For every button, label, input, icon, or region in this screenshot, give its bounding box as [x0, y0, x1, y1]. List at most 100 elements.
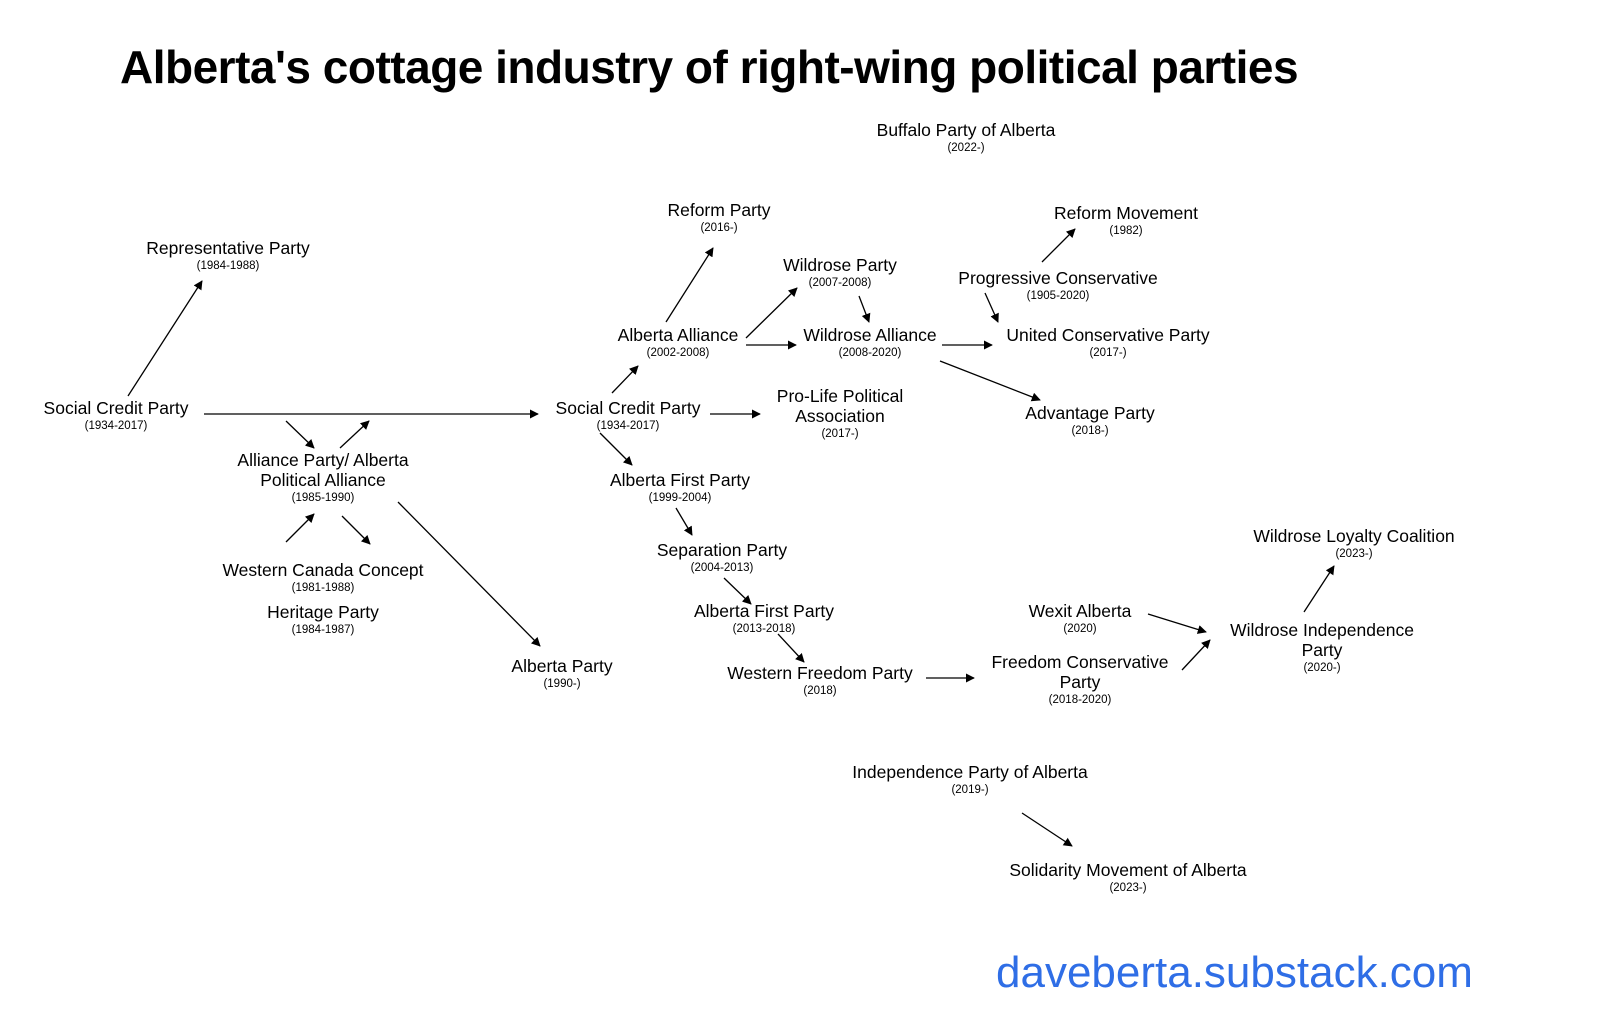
- node-name: Alberta First Party: [609, 470, 751, 490]
- node-name: Social Credit Party: [43, 398, 189, 418]
- node-years: (2023-): [1109, 882, 1147, 895]
- node-name: Buffalo Party of Alberta: [876, 120, 1056, 140]
- node-years: (1984-1988): [196, 260, 260, 273]
- node-name: Independence Party of Alberta: [852, 762, 1088, 782]
- node-name: Alliance Party/ Alberta Political Allian…: [237, 450, 409, 491]
- node-wildrose-party: Wildrose Party (2007-2008): [783, 255, 897, 290]
- node-years: (2002-2008): [646, 347, 710, 360]
- node-wildrose-loyalty-coalition: Wildrose Loyalty Coalition (2023-): [1253, 526, 1454, 561]
- node-separation-party: Separation Party (2004-2013): [657, 540, 787, 575]
- node-years: (2023-): [1335, 548, 1373, 561]
- node-years: (1905-2020): [1026, 290, 1090, 303]
- node-representative-party: Representative Party (1984-1988): [146, 238, 309, 273]
- node-name: United Conservative Party: [1006, 325, 1210, 345]
- node-name: Representative Party: [146, 238, 310, 258]
- arrow-socred-to-apa: [285, 420, 315, 449]
- node-name: Reform Party: [667, 200, 771, 220]
- node-name: Separation Party: [656, 540, 788, 560]
- node-years: (2016-): [700, 222, 738, 235]
- node-name: Freedom Conservative Party: [991, 652, 1169, 693]
- node-years: (2022-): [947, 142, 985, 155]
- arrow-wip-to-wlc: [1303, 565, 1335, 613]
- arrow-wildrosealliance-to-advantage: [939, 360, 1041, 402]
- node-years: (2018): [803, 685, 837, 698]
- arrow-wcc-to-apa: [285, 513, 315, 543]
- arrow-pc-to-reformmovement: [1041, 228, 1076, 263]
- node-name: Wexit Alberta: [1028, 601, 1132, 621]
- node-alberta-first-2013: Alberta First Party (2013-2018): [694, 601, 834, 636]
- arrow-freedom-to-wip: [1181, 639, 1211, 671]
- node-name: Western Canada Concept: [222, 560, 424, 580]
- node-name: Advantage Party: [1025, 403, 1155, 423]
- node-years: (2018-2020): [1048, 694, 1112, 707]
- node-pro-life: Pro-Life Political Association (2017-): [760, 386, 920, 441]
- node-wildrose-independence-party: Wildrose Independence Party (2020-): [1222, 620, 1422, 675]
- node-western-canada-concept: Western Canada Concept (1981-1988): [222, 560, 423, 595]
- node-buffalo-party: Buffalo Party of Alberta (2022-): [877, 120, 1056, 155]
- node-years: (1981-1988): [291, 582, 355, 595]
- node-years: (1934-2017): [596, 420, 660, 433]
- node-years: (2020): [1063, 623, 1097, 636]
- node-social-credit-mid: Social Credit Party (1934-2017): [556, 398, 701, 433]
- arrow-socred-to-alberta-first: [599, 432, 633, 466]
- node-years: (1990-): [543, 678, 581, 691]
- node-name: Wildrose Loyalty Coalition: [1253, 526, 1455, 546]
- node-freedom-conservative-party: Freedom Conservative Party (2018-2020): [980, 652, 1180, 707]
- node-name: Pro-Life Political Association: [776, 386, 904, 427]
- node-name: Social Credit Party: [555, 398, 701, 418]
- node-years: (2008-2020): [838, 347, 902, 360]
- node-united-conservative-party: United Conservative Party (2017-): [1006, 325, 1209, 360]
- node-years: (2020-): [1303, 662, 1341, 675]
- node-alberta-party: Alberta Party (1990-): [511, 656, 612, 691]
- node-social-credit-left: Social Credit Party (1934-2017): [44, 398, 189, 433]
- node-years: (2013-2018): [732, 623, 796, 636]
- node-years: (2017-): [1089, 347, 1127, 360]
- node-name: Alberta Alliance: [617, 325, 739, 345]
- arrow-independence-to-solidarity: [1021, 812, 1073, 847]
- node-alliance-party: Alliance Party/ Alberta Political Allian…: [218, 450, 428, 505]
- node-heritage-party: Heritage Party (1984-1987): [267, 602, 379, 637]
- arrow-apa-to-wcc: [341, 515, 371, 545]
- node-independence-party: Independence Party of Alberta (2019-): [852, 762, 1087, 797]
- node-name: Reform Movement: [1054, 203, 1198, 223]
- node-progressive-conservative: Progressive Conservative (1905-2020): [958, 268, 1157, 303]
- arrow-apa-to-albertaparty: [397, 501, 541, 647]
- node-years: (1984-1987): [291, 624, 355, 637]
- node-name: Wildrose Alliance: [803, 325, 937, 345]
- arrow-socred-to-albertaalliance: [611, 365, 639, 394]
- node-years: (2019-): [951, 784, 989, 797]
- node-alberta-alliance: Alberta Alliance (2002-2008): [618, 325, 739, 360]
- diagram-title: Alberta's cottage industry of right-wing…: [120, 41, 1299, 93]
- node-years: (2018-): [1071, 425, 1109, 438]
- node-name: Solidarity Movement of Alberta: [1009, 860, 1247, 880]
- node-advantage-party: Advantage Party (2018-): [1025, 403, 1154, 438]
- node-alberta-first-1999: Alberta First Party (1999-2004): [610, 470, 750, 505]
- node-wexit-alberta: Wexit Alberta (2020): [1029, 601, 1132, 636]
- arrow-wildrose-to-wildrosealliance: [858, 295, 871, 323]
- arrow-socred-to-representative: [127, 280, 203, 397]
- node-wildrose-alliance: Wildrose Alliance (2008-2020): [803, 325, 936, 360]
- arrow-apa-to-socred: [339, 420, 370, 449]
- arrow-albertaalliance-to-wildrose: [745, 287, 798, 339]
- brand-url[interactable]: daveberta.substack.com: [996, 948, 1473, 997]
- node-name: Heritage Party: [267, 602, 379, 622]
- node-years: (2007-2008): [808, 277, 872, 290]
- node-solidarity-movement: Solidarity Movement of Alberta (2023-): [1009, 860, 1246, 895]
- arrow-albertafirst-to-separation: [675, 507, 693, 536]
- arrow-pc-to-ucp: [984, 292, 999, 323]
- arrow-wexit-to-wip: [1147, 613, 1207, 634]
- node-name: Alberta First Party: [693, 601, 835, 621]
- node-reform-movement: Reform Movement (1982): [1054, 203, 1198, 238]
- node-years: (1985-1990): [291, 492, 355, 505]
- arrow-separation-to-albertafirst: [723, 577, 752, 605]
- node-name: Western Freedom Party: [727, 663, 913, 683]
- node-name: Progressive Conservative: [958, 268, 1158, 288]
- node-name: Wildrose Independence Party: [1230, 620, 1414, 661]
- node-name: Wildrose Party: [783, 255, 897, 275]
- node-western-freedom-party: Western Freedom Party (2018): [727, 663, 912, 698]
- node-years: (1999-2004): [648, 492, 712, 505]
- node-years: (2004-2013): [690, 562, 754, 575]
- node-name: Alberta Party: [511, 656, 613, 676]
- node-reform-party: Reform Party (2016-): [667, 200, 770, 235]
